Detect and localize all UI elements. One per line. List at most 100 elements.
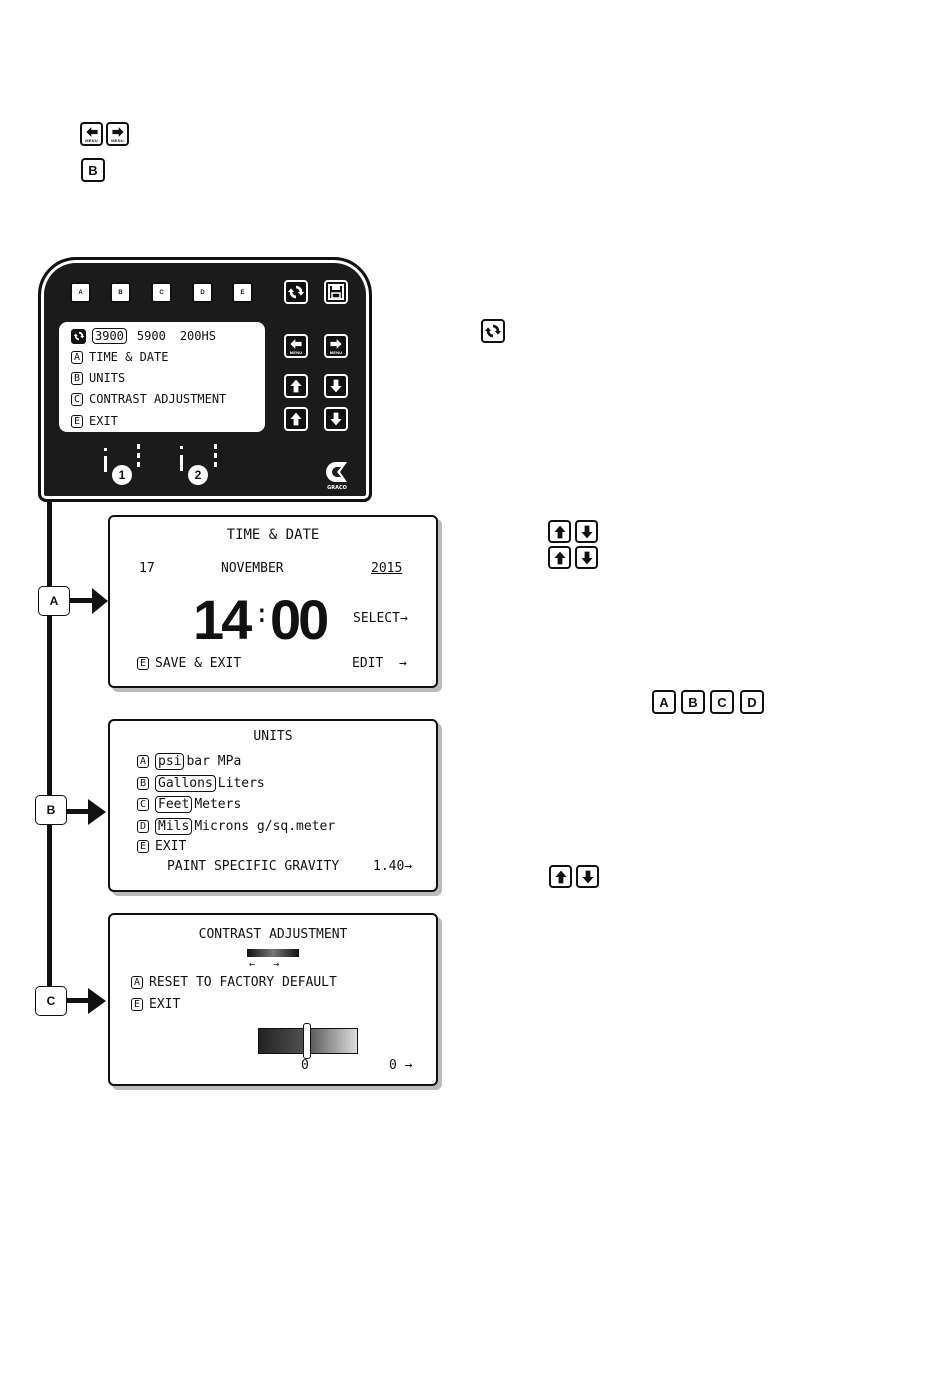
menu-label: MENU: [111, 138, 124, 143]
menu-left-key[interactable]: MENU: [80, 122, 103, 146]
reset-label: RESET TO FACTORY DEFAULT: [149, 975, 337, 990]
arrow-up-icon: [553, 869, 569, 885]
key-indicator: B: [71, 371, 83, 385]
key-indicator: C: [71, 392, 83, 406]
key-indicator: B: [137, 777, 149, 790]
down-key[interactable]: [324, 374, 348, 398]
up-key[interactable]: [284, 407, 308, 431]
model-row: 3900 5900 200HS: [71, 328, 216, 344]
menu-item-contrast[interactable]: C CONTRAST ADJUSTMENT: [71, 392, 226, 406]
controller-panel: A B C D E 3900 5900 200HS A TIME & DATE …: [38, 257, 372, 502]
contrast-gradient-icon: [247, 949, 299, 957]
units-screen: UNITS A psi bar MPa B Gallons Liters C F…: [108, 719, 438, 892]
contrast-right-value: 0 →: [389, 1058, 413, 1073]
arrow-left-icon: [84, 125, 100, 139]
slider-thumb[interactable]: [303, 1023, 311, 1059]
up-key[interactable]: [284, 374, 308, 398]
selected-unit: psi: [155, 753, 185, 770]
key-d[interactable]: D: [192, 282, 213, 303]
indicator-2: 2: [188, 465, 208, 485]
gravity-label: PAINT SPECIFIC GRAVITY: [167, 859, 340, 874]
menu-item-label: EXIT: [89, 414, 118, 428]
key-a[interactable]: A: [70, 282, 91, 303]
key-b[interactable]: B: [681, 690, 705, 714]
edit-label: EDIT →: [352, 656, 407, 671]
key-c[interactable]: C: [710, 690, 734, 714]
screen-title: CONTRAST ADJUSTMENT: [198, 927, 348, 942]
arrow-up-icon: [552, 550, 568, 566]
connector-arrow-a: [70, 598, 94, 603]
menu-item-units[interactable]: B UNITS: [71, 371, 125, 385]
menu-right-key[interactable]: MENU: [324, 334, 348, 358]
down-key[interactable]: [324, 407, 348, 431]
units-row-length[interactable]: C Feet Meters: [137, 796, 241, 813]
units-row-volume[interactable]: B Gallons Liters: [137, 775, 265, 792]
menu-item-label: UNITS: [89, 371, 126, 385]
model-option: 200HS: [179, 329, 216, 343]
key-e[interactable]: E: [232, 282, 253, 303]
exit-label: EXIT: [155, 839, 187, 854]
save-icon: [328, 284, 344, 300]
b-key[interactable]: B: [81, 158, 105, 182]
key-b[interactable]: B: [110, 282, 131, 303]
brand-label: GRACO: [327, 485, 347, 491]
arrow-down-icon: [579, 550, 595, 566]
tab-a: A: [38, 586, 70, 616]
refresh-key[interactable]: [481, 319, 505, 343]
refresh-key[interactable]: [284, 280, 308, 304]
save-key[interactable]: [324, 280, 348, 304]
key-indicator: E: [131, 998, 143, 1011]
up-key[interactable]: [548, 546, 571, 569]
units-row-thickness[interactable]: D Mils Microns g/sq.meter: [137, 818, 335, 835]
unit-options: Microns g/sq.meter: [194, 819, 336, 834]
tab-c: C: [35, 986, 67, 1016]
select-label: SELECT→: [353, 611, 408, 626]
down-key[interactable]: [575, 520, 598, 543]
key-indicator: A: [71, 350, 83, 364]
menu-item-exit[interactable]: E EXIT: [71, 414, 118, 428]
arrow-up-icon: [288, 378, 304, 394]
up-key[interactable]: [548, 520, 571, 543]
menu-item-label: CONTRAST ADJUSTMENT: [89, 392, 227, 406]
key-c[interactable]: C: [151, 282, 172, 303]
time-separator: :: [254, 599, 270, 629]
day-value: 17: [139, 561, 155, 576]
key-a[interactable]: A: [652, 690, 676, 714]
key-indicator: A: [131, 976, 143, 989]
save-exit-row[interactable]: E SAVE & EXIT: [137, 656, 241, 671]
connector-arrow-b: [66, 809, 90, 814]
selected-unit: Gallons: [155, 775, 216, 792]
units-exit-row[interactable]: E EXIT: [137, 839, 186, 854]
menu-left-key[interactable]: MENU: [284, 334, 308, 358]
up-key[interactable]: [549, 865, 572, 888]
down-key[interactable]: [576, 865, 599, 888]
month-value: NOVEMBER: [221, 561, 284, 576]
menu-label: MENU: [85, 138, 98, 143]
controller-screen: 3900 5900 200HS A TIME & DATE B UNITS C …: [59, 322, 265, 432]
menu-label: MENU: [329, 350, 343, 355]
gravity-value[interactable]: 1.40→: [373, 859, 413, 874]
key-indicator: E: [71, 414, 83, 428]
contrast-exit-row[interactable]: E EXIT: [131, 997, 180, 1012]
arrow-down-icon: [579, 524, 595, 540]
down-key[interactable]: [575, 546, 598, 569]
arrow-right-icon: [110, 125, 126, 139]
key-indicator: E: [137, 840, 149, 853]
key-indicator: A: [137, 755, 149, 768]
screen-title: TIME & DATE: [226, 527, 320, 543]
unit-options: bar MPa: [186, 754, 242, 769]
key-d[interactable]: D: [740, 690, 764, 714]
screen-title: UNITS: [253, 729, 293, 744]
minute-value: 00: [270, 588, 329, 651]
arrow-left-icon: [288, 337, 304, 351]
menu-right-key[interactable]: MENU: [106, 122, 129, 146]
arrow-down-icon: [580, 869, 596, 885]
key-indicator: C: [137, 798, 149, 811]
unit-options: Liters: [217, 776, 265, 791]
save-exit-label: SAVE & EXIT: [155, 656, 242, 671]
year-value[interactable]: 2015: [371, 561, 403, 576]
reset-row[interactable]: A RESET TO FACTORY DEFAULT: [131, 975, 337, 990]
units-row-pressure[interactable]: A psi bar MPa: [137, 753, 241, 770]
menu-item-time-date[interactable]: A TIME & DATE: [71, 350, 168, 364]
arrow-right-icon: [328, 337, 344, 351]
